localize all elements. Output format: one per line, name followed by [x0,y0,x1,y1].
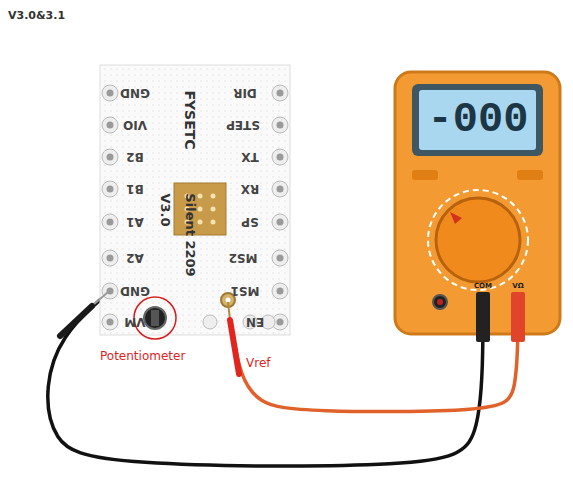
pin-label: GND [120,285,150,297]
pin-hole [272,149,288,165]
button [517,170,543,180]
pin-label: MS2 [229,252,258,264]
rotary-dial [436,198,520,282]
pin-hole [272,117,288,133]
pad-via [211,207,216,212]
pin-hole-center [107,319,114,326]
red-plug [511,292,525,342]
pin-holes [102,85,288,330]
driver-board [100,65,290,335]
pin-label: EN [246,316,264,328]
pin-label: TX [241,151,258,163]
pin-label: VIO [123,119,147,131]
signal-name: Vref [246,357,271,369]
pin-hole [102,283,118,299]
pin-hole [102,250,118,266]
pin-hole [102,314,118,330]
pad-via [198,194,203,199]
display-reading: -000 [428,99,529,141]
pin-hole-center [277,154,284,161]
pin-hole [203,315,217,329]
pad-via [198,207,203,212]
pin-hole-center [107,122,114,129]
display-frame [412,84,543,156]
pin-hole [272,181,288,197]
pin-hole [102,181,118,197]
potentiometer [144,307,166,329]
driver-board: FYSETCV3.0Silent 2209GNDVIOB2B1A1A2GNDVM… [100,65,290,335]
pot-slot [151,310,159,326]
pin-label: B2 [126,151,144,163]
pin-hole [102,149,118,165]
black-probe-tip [92,292,108,306]
pin-label: GND [120,87,150,99]
pin-hole-center [277,319,284,326]
jack-core [437,299,443,305]
pin-hole [272,283,288,299]
pin-label: VM [124,316,145,328]
red-probe [230,320,239,374]
vref-hole [226,298,231,303]
pin-hole [272,214,288,230]
pin-hole-center [107,255,114,262]
part-name: Potentiometer [100,350,185,362]
multimeter: -000COM VΩ [395,72,560,334]
title: V3.0&3.1 [8,10,65,21]
version-label: V3.0 [159,193,172,226]
dial-ring [428,190,528,290]
pad-via [211,194,216,199]
dial-pointer [450,212,462,224]
pin-hole-center [277,90,284,97]
black-probe [60,306,92,336]
pin-label: DIR [233,87,257,99]
pin-hole-center [277,288,284,295]
pin-hole-center [277,122,284,129]
black-plug [476,292,490,342]
pin-label: A2 [126,252,144,264]
pin-label: MS1 [231,285,260,297]
pin-hole-center [107,219,114,226]
jack-label: COM [474,283,492,290]
pin-label: STEP [226,119,260,131]
pin-hole [272,85,288,101]
pad-via [198,220,203,225]
model-name: Silent 2209 [184,193,197,276]
pin-hole [272,250,288,266]
pin-hole-center [107,186,114,193]
jack [433,295,447,309]
pad-via [211,220,216,225]
pin-label: B1 [126,183,144,195]
lcd-display [419,90,536,150]
pin-hole-center [107,90,114,97]
brand-name: FYSETC [183,90,197,149]
button [412,170,438,180]
pin-hole-center [277,219,284,226]
thermal-pad [174,183,226,235]
pin-label: SP [241,216,258,228]
pin-hole-center [277,255,284,262]
board-texture [100,65,290,335]
pin-label: A1 [126,216,144,228]
pin-hole-center [277,186,284,193]
pin-hole [102,85,118,101]
jack-label: VΩ [512,283,523,290]
pin-hole [102,117,118,133]
pin-hole-center [107,154,114,161]
pin-hole [102,214,118,230]
pin-label: RX [241,183,260,195]
red-test-lead [233,334,518,412]
